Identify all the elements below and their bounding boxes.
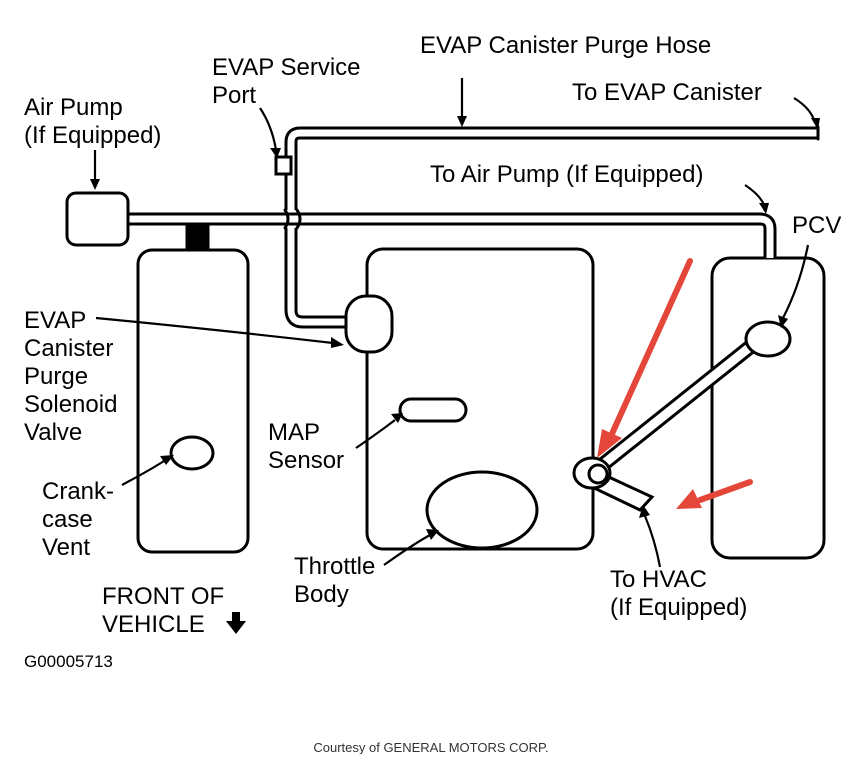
pcv-valve: [744, 320, 792, 358]
label-evap-solenoid-line2: Canister: [24, 335, 113, 362]
label-to-air-pump: To Air Pump (If Equipped): [430, 161, 703, 188]
label-map-sensor-line2: Sensor: [268, 447, 344, 474]
label-evap-solenoid-line3: Purge: [24, 363, 88, 390]
label-crankcase-line2: case: [42, 506, 93, 533]
leader-lines: [93, 78, 816, 568]
label-evap-purge-hose: EVAP Canister Purge Hose: [420, 32, 711, 59]
credit-line: Courtesy of GENERAL MOTORS CORP.: [313, 740, 548, 754]
label-to-hvac-line1: To HVAC: [610, 566, 707, 593]
hvac-fitting: [572, 456, 655, 512]
label-throttle-body-line1: Throttle: [294, 553, 375, 580]
label-evap-service-port-line1: EVAP Service: [212, 54, 361, 81]
crankcase-vent: [169, 435, 215, 471]
label-to-hvac-line2: (If Equipped): [610, 594, 747, 621]
label-crankcase-line3: Vent: [42, 534, 90, 561]
label-evap-solenoid-line4: Solenoid: [24, 391, 117, 418]
air-pump-hose-drop: [185, 223, 201, 252]
label-crankcase-line1: Crank-: [42, 478, 114, 505]
figure-code: G00005713: [24, 652, 113, 671]
air-pump-hose: [128, 212, 777, 258]
right-cylinder-bank: [710, 256, 826, 560]
label-to-evap-canister: To EVAP Canister: [572, 79, 762, 106]
leader-arrowheads: [90, 116, 820, 540]
label-air-pump-line2: (If Equipped): [24, 122, 161, 149]
label-evap-service-port-line2: Port: [212, 82, 256, 109]
pcv-hose: [591, 337, 760, 476]
left-cylinder-bank: [136, 248, 250, 554]
down-arrow-icon: [226, 612, 246, 634]
evap-purge-hose: [283, 125, 820, 329]
map-sensor: [398, 397, 468, 423]
evap-service-port: [274, 155, 293, 176]
label-evap-solenoid-line5: Valve: [24, 419, 82, 446]
label-throttle-body-line2: Body: [294, 581, 349, 608]
label-front-of-vehicle-line2: VEHICLE: [102, 611, 205, 638]
air-pump: [65, 191, 130, 247]
label-front-of-vehicle-line1: FRONT OF: [102, 583, 224, 610]
label-map-sensor-line1: MAP: [268, 419, 320, 446]
label-evap-solenoid-line1: EVAP: [24, 307, 86, 334]
throttle-body: [425, 470, 539, 550]
label-pcv: PCV: [792, 212, 841, 239]
evap-purge-solenoid: [344, 294, 394, 354]
label-air-pump-line1: Air Pump: [24, 94, 123, 121]
red-arrow-icon: [597, 258, 753, 509]
